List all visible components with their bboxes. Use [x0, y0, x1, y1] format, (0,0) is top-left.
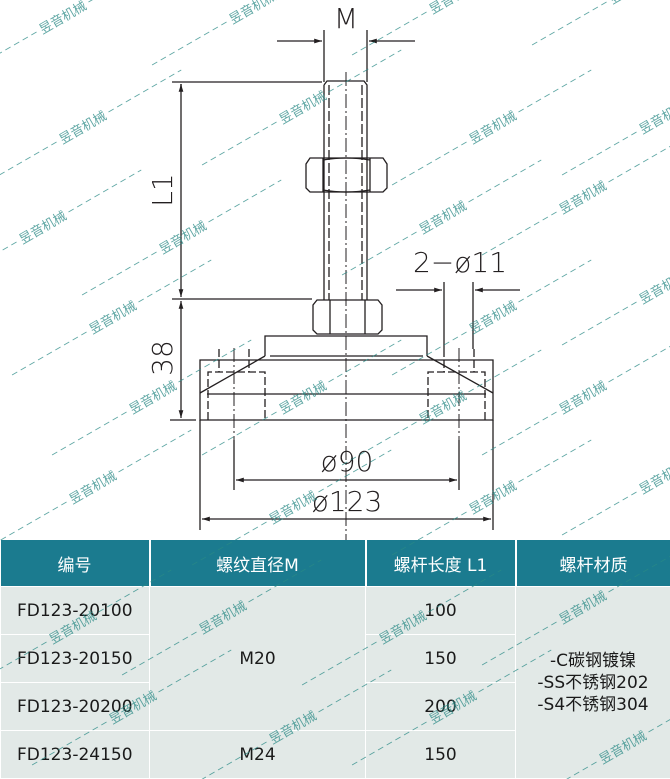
- cell-length: 200: [365, 682, 516, 731]
- dim-label-holes: 2−ø11: [413, 246, 507, 279]
- cell-code: FD123-20100: [0, 586, 150, 635]
- header-screw-length: 螺杆长度 L1: [365, 540, 517, 587]
- hole-dimension: [396, 282, 520, 349]
- base-nut: [312, 299, 383, 335]
- dim-label-l1: L1: [146, 173, 179, 206]
- cell-length: 100: [365, 586, 516, 635]
- header-material: 螺杆材质: [515, 540, 670, 587]
- header-code: 编号: [0, 540, 151, 587]
- specification-table: 编号 螺纹直径M 螺杆长度 L1 螺杆材质 FD123-20100 M20 10…: [0, 540, 670, 779]
- material-option: -S4不锈钢304: [537, 694, 649, 715]
- cell-length: 150: [365, 634, 516, 683]
- length-dimension: [172, 81, 322, 300]
- cell-code: FD123-20150: [0, 634, 150, 683]
- lock-nut: [305, 157, 388, 193]
- cell-code: FD123-24150: [0, 730, 150, 779]
- cell-material: -C碳钢镀镍 -SS不锈钢202 -S4不锈钢304: [515, 586, 670, 779]
- material-option: -C碳钢镀镍: [549, 650, 636, 671]
- cell-thread: M24: [149, 730, 366, 779]
- leveling-foot-technical-drawing: M L1 38 2−ø11 ø90 ø123: [146, 2, 520, 540]
- header-thread-diameter: 螺纹直径M: [149, 540, 367, 587]
- dim-label-dia90: ø90: [321, 445, 374, 478]
- dim-label-dia123: ø123: [312, 485, 383, 518]
- material-option: -SS不锈钢202: [537, 672, 649, 693]
- cell-length: 150: [365, 730, 516, 779]
- dim-label-m: M: [334, 2, 358, 35]
- table-header-row: 编号 螺纹直径M 螺杆长度 L1 螺杆材质: [0, 540, 670, 587]
- cell-thread: M20: [149, 586, 366, 731]
- table-row: FD123-20100 M20 100 -C碳钢镀镍 -SS不锈钢202 -S4…: [0, 586, 670, 779]
- cell-code: FD123-20200: [0, 682, 150, 731]
- dim-label-38: 38: [146, 340, 179, 376]
